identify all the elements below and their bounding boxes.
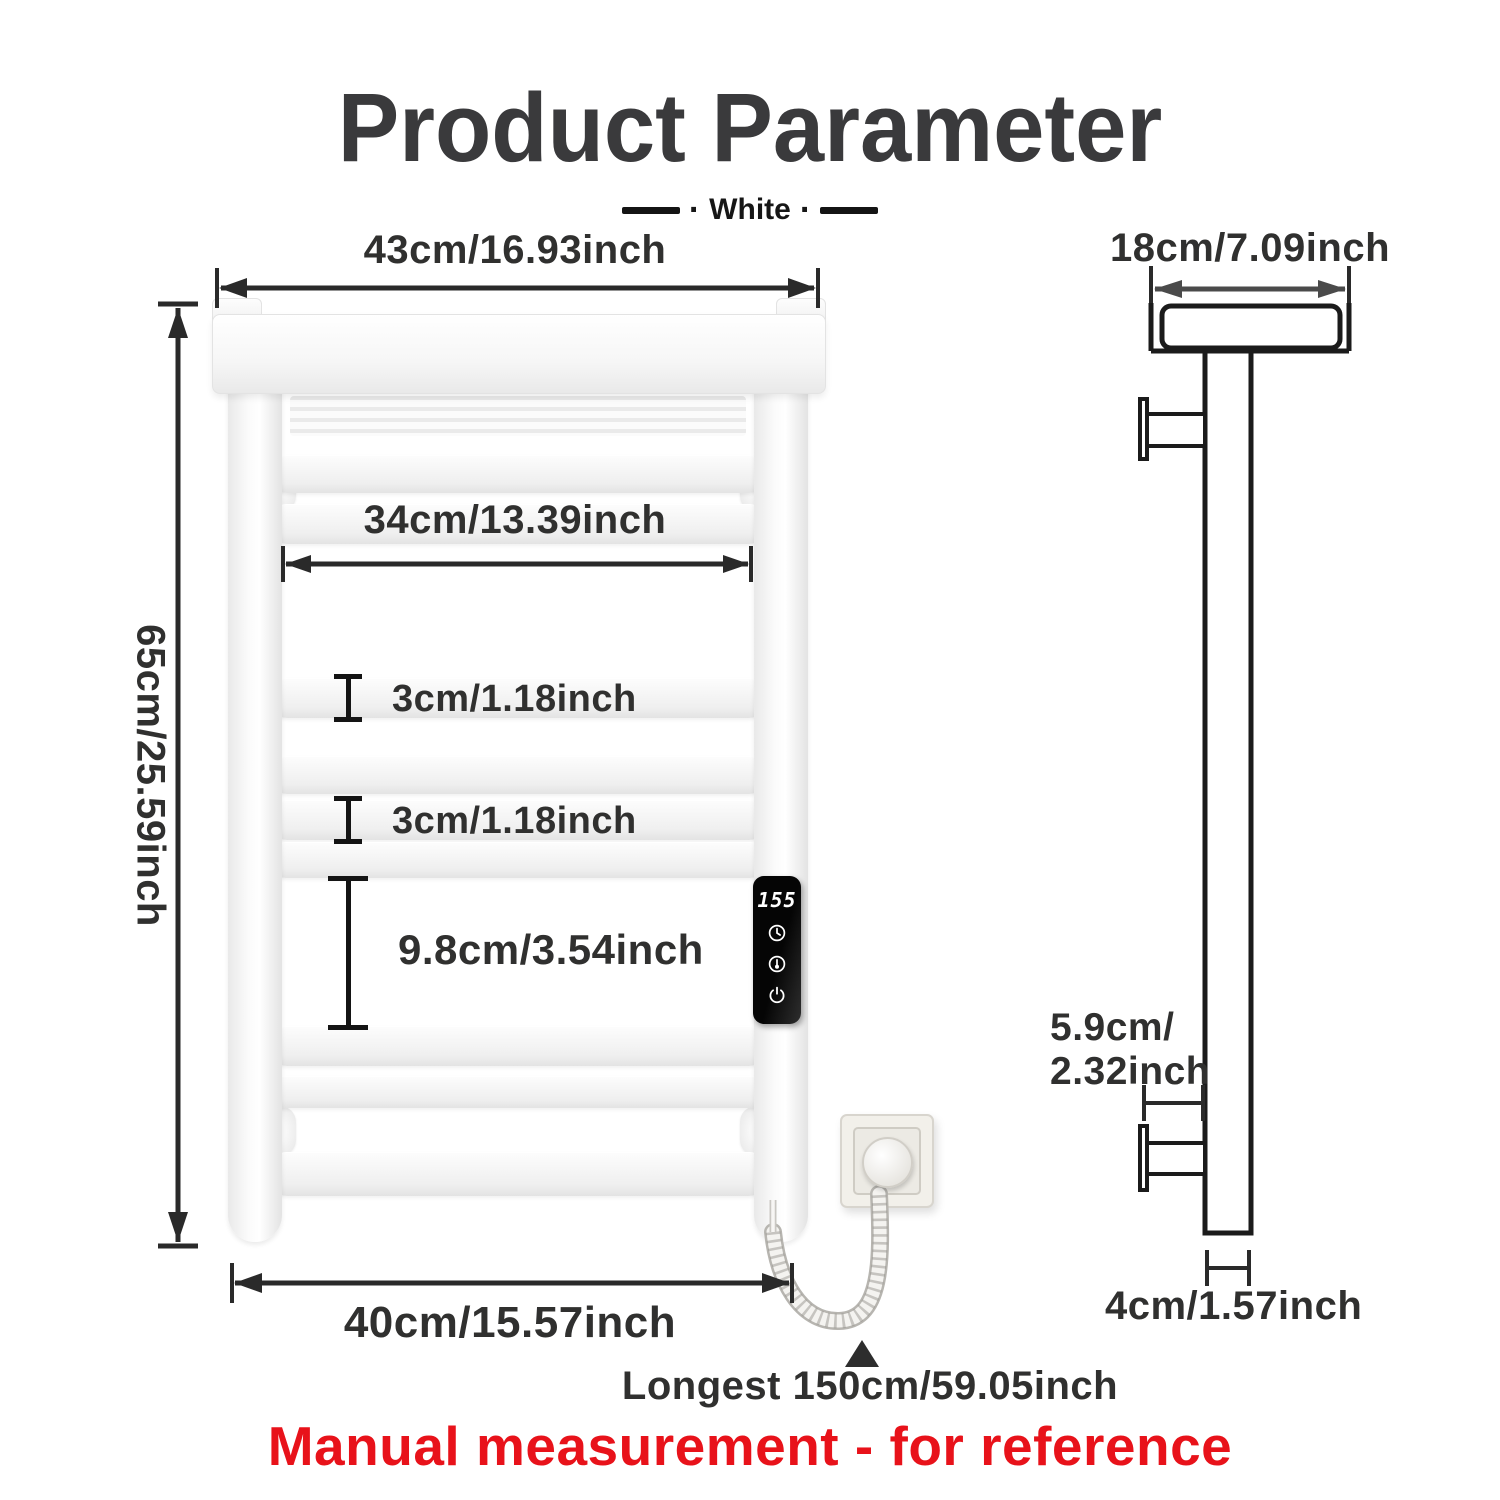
- towel-rung: [268, 842, 768, 878]
- post-left: [228, 370, 282, 1242]
- towel-rung: [268, 455, 768, 493]
- bottom-width-label: 40cm/15.57inch: [343, 1298, 677, 1347]
- towel-rung: [268, 678, 768, 718]
- dash-left: [621, 206, 680, 214]
- gap-marker: [328, 876, 368, 1030]
- power-cord: [764, 1185, 890, 1331]
- variant-label: White: [709, 193, 791, 226]
- side-post-depth-label: 4cm/1.57inch: [1105, 1284, 1363, 1328]
- towel-rung: [268, 1076, 768, 1108]
- top-width-arrow: [215, 268, 820, 308]
- towel-rung: [268, 756, 768, 794]
- variant-row: · White ·: [0, 193, 1500, 227]
- bar-thickness-marker: [334, 796, 362, 844]
- inner-width-arrow: [281, 546, 753, 582]
- towel-rung: [268, 1026, 768, 1066]
- control-panel: 155: [753, 876, 801, 1024]
- dot-left: ·: [688, 191, 701, 229]
- post-right: [754, 370, 808, 1242]
- towel-rung: [268, 504, 768, 544]
- panel-display: 155: [757, 888, 797, 912]
- gap-label: 9.8cm/3.54inch: [398, 926, 704, 973]
- dot-right: ·: [799, 191, 812, 229]
- footer-note: Manual measurement - for reference: [267, 1415, 1233, 1477]
- inner-width-label: 34cm/13.39inch: [363, 498, 667, 542]
- cord-pointer-triangle: [845, 1340, 879, 1367]
- side-profile-drawing: [1138, 303, 1352, 1286]
- top-width-label: 43cm/16.93inch: [363, 228, 667, 272]
- towel-rung: [268, 800, 768, 840]
- height-arrow: [158, 301, 198, 1249]
- bar-thickness-label-1: 3cm/1.18inch: [392, 678, 637, 720]
- timer-icon: [768, 924, 786, 942]
- page-title: Product Parameter: [337, 73, 1163, 182]
- wall-distance-line1: 5.9cm/: [1050, 1006, 1175, 1049]
- rack-shelf: [212, 314, 826, 394]
- bar-thickness-marker: [334, 674, 362, 722]
- vent-slats: [290, 396, 746, 436]
- bottom-width-arrow: [230, 1263, 794, 1303]
- towel-rung: [268, 1152, 768, 1196]
- wall-distance-line2: 2.32inch: [1050, 1049, 1211, 1093]
- side-top-depth-label: 18cm/7.09inch: [1110, 226, 1390, 270]
- bar-thickness-label-2: 3cm/1.18inch: [392, 800, 637, 842]
- power-icon: [769, 986, 785, 1004]
- temperature-icon: [768, 955, 786, 973]
- side-wall-distance-label: 5.9cm/ 2.32inch: [1050, 1006, 1210, 1093]
- dash-right: [820, 206, 879, 214]
- power-plug: [862, 1137, 913, 1188]
- cord-length-label: Longest 150cm/59.05inch: [621, 1364, 1119, 1408]
